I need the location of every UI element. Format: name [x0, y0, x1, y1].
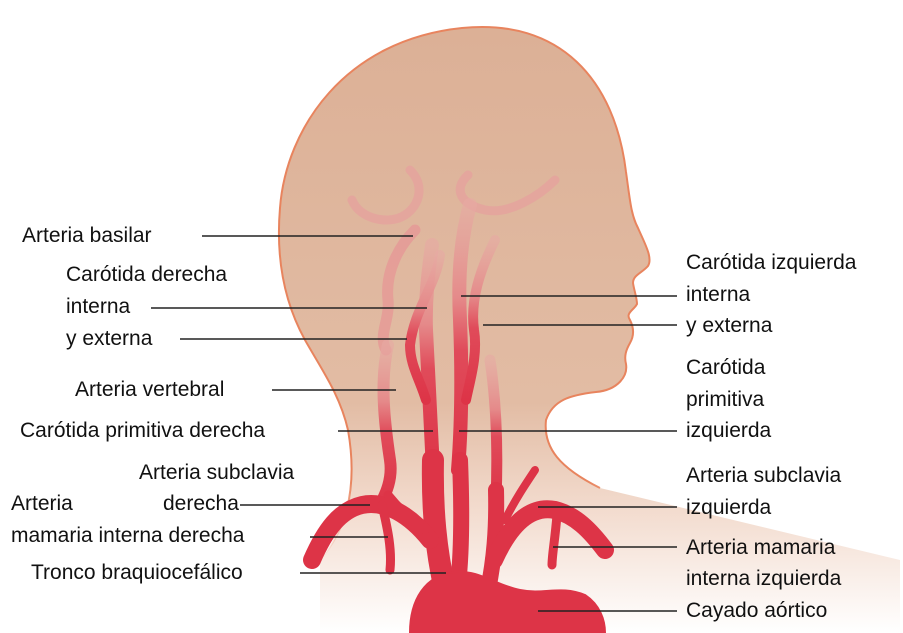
label-carotida-derecha-line3: y externa	[66, 326, 152, 351]
label-mamaria-derecha-line1: Arteria	[11, 491, 73, 516]
label-carotida-izquierda-line1: Carótida izquierda	[686, 250, 856, 275]
label-arteria-vertebral: Arteria vertebral	[75, 377, 224, 402]
label-carotida-izquierda-line3: y externa	[686, 313, 772, 338]
label-primitiva-izquierda-line3: izquierda	[686, 418, 771, 443]
label-tronco-braquiocefalico: Tronco braquiocefálico	[31, 560, 243, 585]
label-cayado-aortico: Cayado aórtico	[686, 598, 827, 623]
label-mamaria-derecha-line2: mamaria interna derecha	[11, 523, 244, 548]
label-mamaria-izquierda-line2: interna izquierda	[686, 566, 841, 591]
left-mamaria-shape	[552, 515, 557, 565]
label-carotida-izquierda-line2: interna	[686, 282, 750, 307]
label-carotida-primitiva-derecha: Carótida primitiva derecha	[20, 418, 265, 443]
left-common-carotid-lower	[458, 460, 461, 585]
label-carotida-derecha-line1: Carótida derecha	[66, 262, 227, 287]
label-subclavia-derecha-line2: derecha	[163, 491, 239, 516]
label-mamaria-izquierda-line1: Arteria mamaria	[686, 535, 835, 560]
label-carotida-derecha-line2: interna	[66, 294, 130, 319]
label-subclavia-izquierda-line2: izquierda	[686, 495, 771, 520]
label-arteria-basilar: Arteria basilar	[22, 223, 152, 248]
label-primitiva-izquierda-line1: Carótida	[686, 355, 765, 380]
label-primitiva-izquierda-line2: primitiva	[686, 387, 764, 412]
brachiocephalic-trunk-shape	[433, 460, 445, 590]
label-subclavia-izquierda-line1: Arteria subclavia	[686, 463, 841, 488]
label-subclavia-derecha-line1: Arteria subclavia	[139, 460, 294, 485]
